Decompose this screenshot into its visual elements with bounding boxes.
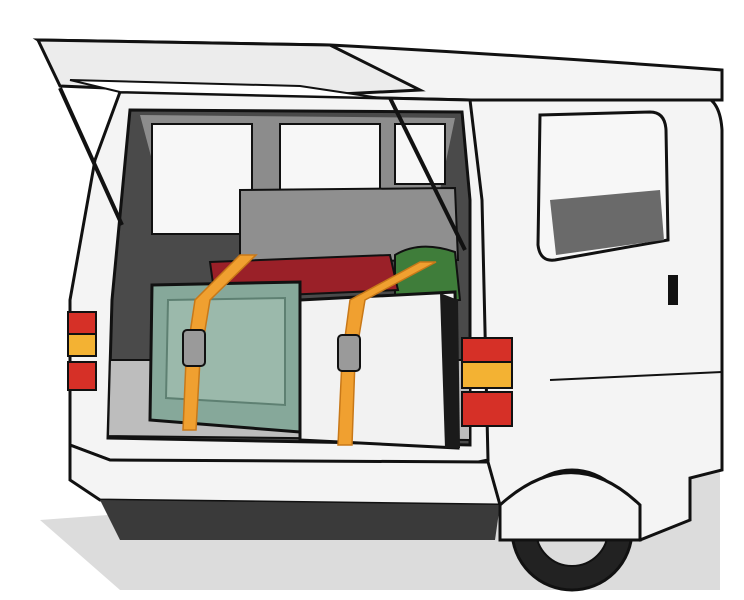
tailgate-glass <box>69 79 381 99</box>
green-bag <box>394 245 462 307</box>
side-window-interior <box>550 190 664 255</box>
wheel-arch <box>498 471 642 542</box>
ratchet-buckle-left <box>182 329 206 367</box>
cabin-window-left <box>151 123 253 235</box>
ratchet-strap-right <box>337 261 437 446</box>
cabin-window-right <box>394 123 446 185</box>
side-crease <box>549 371 723 381</box>
ratchet-buckle-right <box>337 334 361 372</box>
tail-light-right-mid <box>461 361 513 389</box>
ratchet-strap-left <box>182 254 258 431</box>
gas-strut-right <box>388 97 467 251</box>
gas-strut-left <box>58 87 124 226</box>
tail-light-left-mid <box>67 333 97 357</box>
cabin-window-mid <box>279 123 381 195</box>
rear-seat <box>239 186 460 264</box>
tail-light-right-top <box>461 337 513 363</box>
white-suitcase-edge <box>440 293 460 448</box>
underbody <box>100 500 500 540</box>
tail-light-right-bot <box>461 391 513 427</box>
tail-light-left-bot <box>67 361 97 391</box>
tail-light-left-top <box>67 311 97 335</box>
white-suitcase <box>298 290 460 450</box>
door-handle <box>668 275 678 305</box>
